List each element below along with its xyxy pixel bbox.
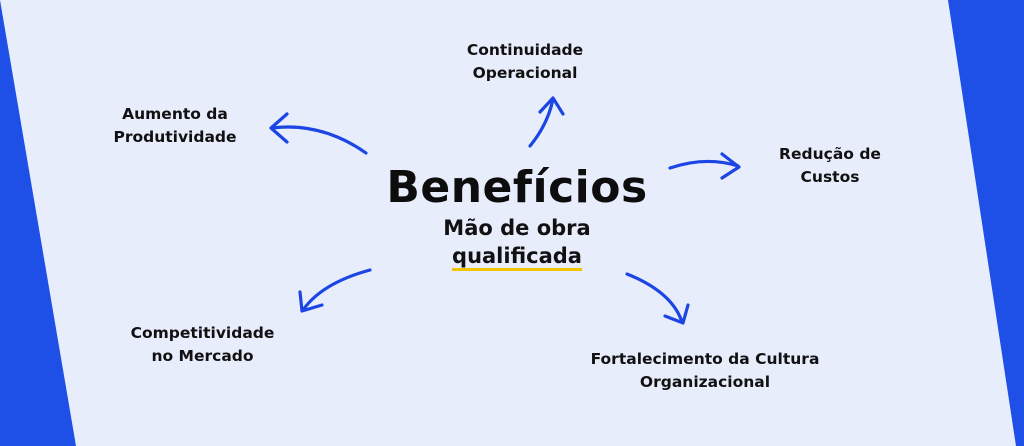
subtitle-line-1: Mão de obra [443,216,591,240]
arrow-custos [668,152,741,180]
arrow-cultura [625,272,690,325]
diagram-subtitle: Mão de obra qualificada [380,214,654,271]
benefit-cultura: Fortalecimento da Cultura Organizacional [590,350,820,391]
benefit-continuidade: Continuidade Operacional [466,41,584,82]
subtitle-line-2: qualificada [452,244,582,271]
arrow-competitividade [298,268,372,313]
arrow-produtividade [269,112,368,155]
benefit-produtividade: Aumento da Produtividade [113,105,237,146]
benefit-custos: Redução de Custos [779,145,881,186]
benefit-competitividade: Competitividade no Mercado [130,324,275,365]
diagram-title: Benefícios [386,162,648,213]
arrow-continuidade [528,96,565,148]
